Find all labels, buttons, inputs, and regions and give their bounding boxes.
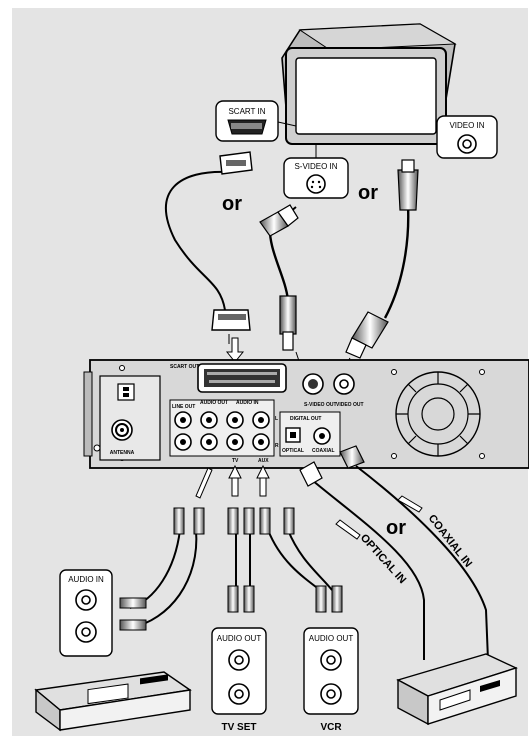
- video-in-callout: VIDEO IN: [435, 115, 498, 159]
- optical-panel-label: OPTICAL: [282, 448, 304, 454]
- video-in-label: VIDEO IN: [449, 121, 484, 130]
- audio-arrows: [195, 464, 270, 499]
- tv-audio-output-device: AUDIO OUT TV SET: [211, 627, 267, 733]
- svideo-out-panel-label: S-VIDEO OUT: [304, 402, 337, 408]
- scart-cable: [164, 151, 253, 344]
- scart-out-pins: [207, 372, 277, 383]
- video-cable: [343, 159, 419, 369]
- scart-arrow: [225, 337, 245, 363]
- vcr-label: VCR: [320, 722, 342, 733]
- digital-out-panel-label: DIGITAL OUT: [290, 416, 321, 422]
- fan-grille: [382, 362, 528, 462]
- right-channel-label: R: [275, 443, 279, 449]
- scart-out-panel-label: SCART OUT: [170, 364, 199, 370]
- tv-input-label: TV: [232, 458, 239, 464]
- vcr-audio-out-label: AUDIO OUT: [309, 634, 354, 643]
- or-label-right: or: [358, 182, 378, 204]
- audio-in-device-label: AUDIO IN: [68, 575, 104, 584]
- antenna-panel-label: ANTENNA: [110, 450, 135, 456]
- coaxial-cable: [339, 445, 489, 661]
- video-out-panel-label: VIDEO OUT: [336, 402, 364, 408]
- optical-cable: [299, 461, 425, 660]
- digital-arrows: [335, 495, 423, 540]
- tv-set-illustration: [281, 23, 457, 145]
- recorder-rear-panel: ANTENNA SCART OUT LINE OUT AUDIO OUT AUD…: [83, 359, 529, 469]
- aux-input-label: AUX: [258, 458, 269, 464]
- rca-jack-row-top: [174, 411, 270, 429]
- digital-receiver-device: [396, 653, 518, 726]
- line-out-panel-label: LINE OUT: [172, 404, 195, 410]
- tv-audio-out-label: AUDIO OUT: [217, 634, 262, 643]
- svideo-in-callout: S-VIDEO IN: [283, 144, 349, 199]
- audio-receiver-device: AUDIO IN: [34, 569, 192, 732]
- rca-jack-row-bottom: [174, 433, 270, 451]
- audio-cables: [119, 507, 343, 631]
- scart-in-callout: SCART IN: [215, 100, 297, 142]
- scart-in-label: SCART IN: [228, 107, 265, 116]
- coaxial-panel-label: COAXIAL: [312, 448, 335, 454]
- left-channel-label: L: [275, 416, 278, 422]
- audio-out-panel-label: AUDIO OUT: [200, 400, 228, 406]
- vcr-audio-output-device: AUDIO OUT VCR: [303, 627, 359, 733]
- or-label-digital: or: [386, 517, 406, 539]
- tv-set-label: TV SET: [221, 722, 256, 733]
- svideo-in-label: S-VIDEO IN: [294, 162, 337, 171]
- audio-in-panel-label: AUDIO IN: [236, 400, 259, 406]
- or-label-left: or: [222, 193, 242, 215]
- svideo-cable: [259, 204, 303, 371]
